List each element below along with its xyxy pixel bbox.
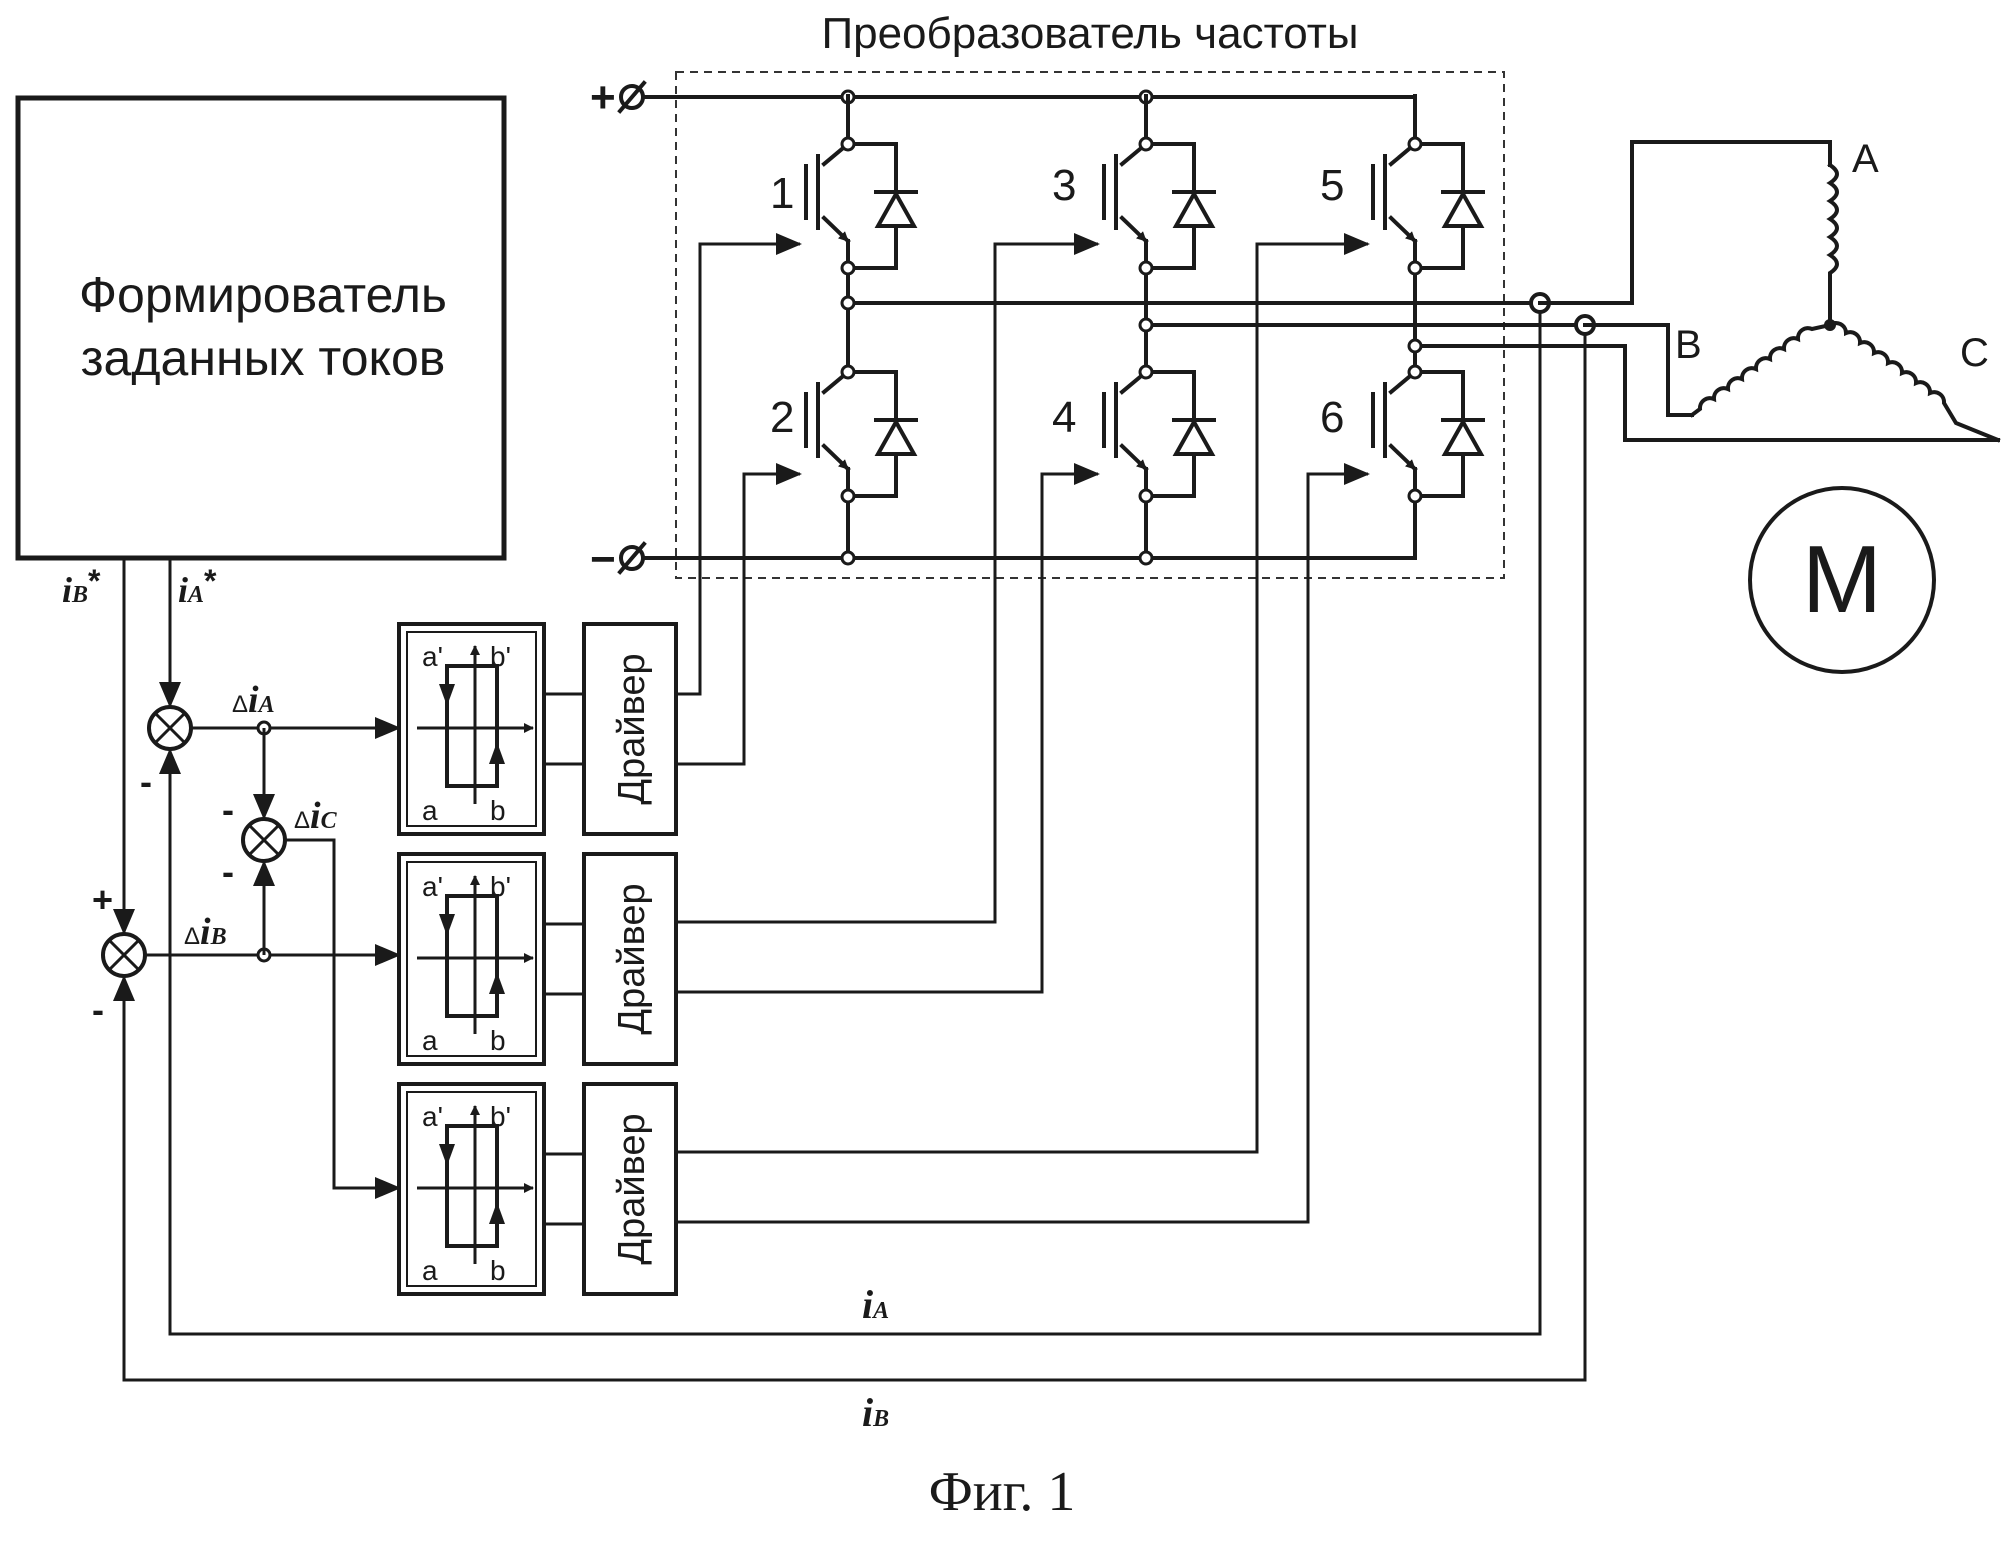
igbt-2: [806, 324, 916, 510]
minus-terminal-label: −: [590, 535, 616, 584]
hyst-a-aprime: a': [422, 641, 443, 672]
motor-symbol: [1748, 486, 1936, 674]
delta-ia-label: ΔiA: [232, 679, 275, 721]
delta-ic-label: ΔiC: [294, 795, 338, 837]
hyst-a-bprime: b': [490, 641, 511, 672]
hyst-b-bprime: b': [490, 871, 511, 902]
sign-minus-c-top: -: [222, 789, 234, 830]
transistor-number-6: 6: [1320, 393, 1344, 442]
hyst-b-a: a: [422, 1025, 438, 1056]
transistor-number-1: 1: [770, 169, 794, 218]
generator-label-2: заданных токов: [81, 330, 446, 386]
hysteresis-comparator-b: [399, 854, 544, 1064]
phase-a-label: A: [1852, 137, 1879, 181]
igbt-5: [1373, 96, 1483, 282]
hyst-a-b: b: [490, 795, 506, 826]
hyst-b-aprime: a': [422, 871, 443, 902]
hyst-c-b: b: [490, 1255, 506, 1286]
sign-labels: - - - + -: [92, 761, 234, 1030]
hyst-b-b: b: [490, 1025, 506, 1056]
ia-feedback-label: iA: [862, 1282, 889, 1327]
phase-c-label: C: [1960, 331, 1989, 375]
current-generator-block: [15, 95, 507, 561]
sign-minus-b: -: [92, 989, 104, 1030]
motor-label: M: [1802, 526, 1882, 633]
hyst-c-aprime: a': [422, 1101, 443, 1132]
transistor-number-3: 3: [1052, 161, 1076, 210]
delta-ib-label: ΔiB: [184, 911, 227, 953]
driver-c: Драйвер: [582, 1082, 678, 1296]
igbt-1: [806, 96, 916, 282]
comparator-driver-links: [544, 692, 584, 1226]
transistor-number-4: 4: [1052, 393, 1076, 442]
control-wiring: [113, 312, 1587, 1382]
igbt-6: [1373, 324, 1483, 510]
driver-b: Драйвер: [582, 852, 678, 1066]
ib-ref-label: iB*: [62, 563, 101, 610]
summing-junction-b: [101, 932, 147, 978]
signal-labels: iB* iA* ΔiA ΔiC ΔiB iA iB: [62, 563, 889, 1435]
driver-a: Драйвер: [582, 622, 678, 836]
ia-ref-label: iA*: [178, 563, 217, 610]
figure-caption: Фиг. 1: [929, 1461, 1076, 1523]
sign-plus-b: +: [92, 879, 113, 920]
gate-drive-wires: [676, 233, 1370, 1224]
plus-terminal-label: +: [590, 73, 616, 122]
hysteresis-comparator-c: [399, 1084, 544, 1294]
inverter-legs: 1 2 3 4 5 6: [770, 89, 1627, 566]
igbt-4: [1104, 324, 1214, 510]
generator-label-1: Формирователь: [79, 267, 447, 323]
driver-c-label: Драйвер: [611, 1113, 653, 1264]
phase-b-label: B: [1675, 323, 1702, 367]
dc-bus: + −: [590, 73, 1417, 584]
sign-minus-c-bottom: -: [222, 851, 234, 892]
summing-junction-a: [147, 705, 193, 751]
driver-b-label: Драйвер: [611, 883, 653, 1034]
hysteresis-comparator-a: [399, 624, 544, 834]
hyst-a-a: a: [422, 795, 438, 826]
motor-windings: A B C: [1538, 137, 2001, 443]
converter-title: Преобразователь частоты: [821, 9, 1358, 58]
hyst-c-a: a: [422, 1255, 438, 1286]
summing-junction-c: [241, 817, 287, 863]
hyst-c-bprime: b': [490, 1101, 511, 1132]
igbt-3: [1104, 96, 1214, 282]
driver-a-label: Драйвер: [611, 653, 653, 804]
hysteresis-labels: a' b' a b a' b' a b a' b' a b: [422, 641, 511, 1286]
transistor-number-5: 5: [1320, 161, 1344, 210]
ib-feedback-label: iB: [862, 1390, 889, 1435]
transistor-number-2: 2: [770, 393, 794, 442]
sign-minus-a: -: [140, 761, 152, 802]
